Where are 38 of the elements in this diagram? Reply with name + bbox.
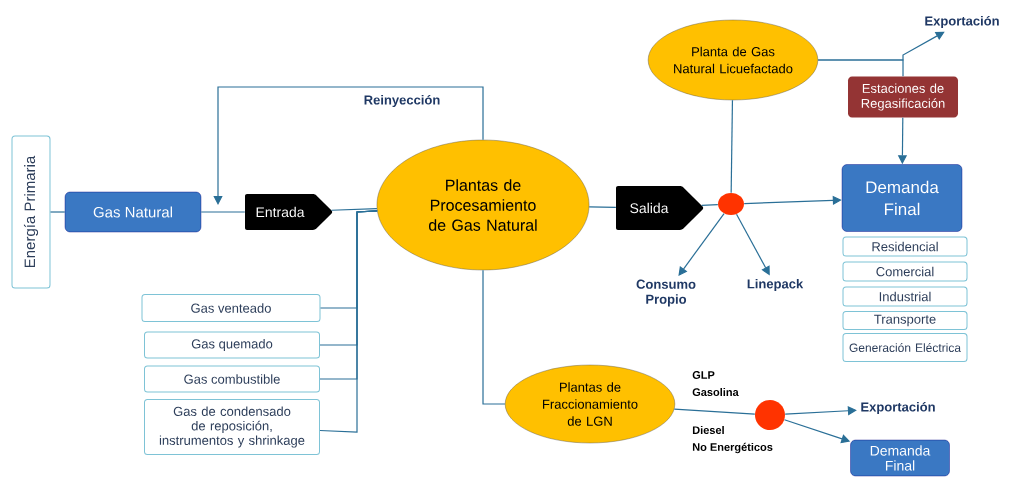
sector-box: Transporte	[842, 311, 968, 330]
sector-box: Industrial	[842, 286, 968, 307]
demand-box: Demanda Final	[841, 164, 963, 232]
connector	[817, 59, 904, 77]
connector	[482, 269, 506, 405]
product-label: Gasolina	[692, 387, 739, 397]
connector	[200, 211, 246, 213]
loss-box: Gas quemado	[144, 331, 320, 359]
connector	[701, 204, 719, 207]
connector	[319, 210, 378, 433]
sector-box: Generación Eléctrica	[842, 333, 968, 362]
station-box: Estaciones de Regasificación	[848, 76, 958, 118]
connector	[49, 211, 66, 213]
category-box: Energía Primaria	[11, 135, 51, 289]
destination-label: Exportación	[861, 401, 935, 415]
product-label: Diesel	[692, 425, 724, 435]
loss-box: Gas de condensado de reposición, instrumentos y shrinkage	[144, 399, 320, 455]
loss-box: Gas venteado	[141, 294, 321, 322]
demand-box: Demanda Final	[850, 439, 950, 477]
connector	[588, 206, 617, 208]
source-box: Gas Natural	[64, 191, 202, 233]
loss-box: Gas combustible	[144, 365, 320, 393]
connector	[213, 86, 484, 205]
connector	[730, 99, 734, 194]
destination-label: Linepack	[747, 278, 804, 292]
stage-tag: Salida	[616, 186, 704, 230]
junction-dot	[755, 400, 785, 430]
connector	[673, 408, 756, 415]
destination-label: Consumo Propio	[636, 279, 696, 307]
destination-label: Exportación	[925, 15, 999, 29]
product-label: GLP	[692, 371, 715, 379]
stage-tag: Entrada	[245, 194, 333, 230]
product-label: No Energéticos	[692, 442, 773, 454]
connector	[330, 208, 378, 211]
sector-box: Residencial	[842, 236, 968, 257]
sector-box: Comercial	[842, 261, 968, 282]
edge-label: Reinyección	[362, 93, 442, 109]
junction-dot	[718, 193, 744, 215]
